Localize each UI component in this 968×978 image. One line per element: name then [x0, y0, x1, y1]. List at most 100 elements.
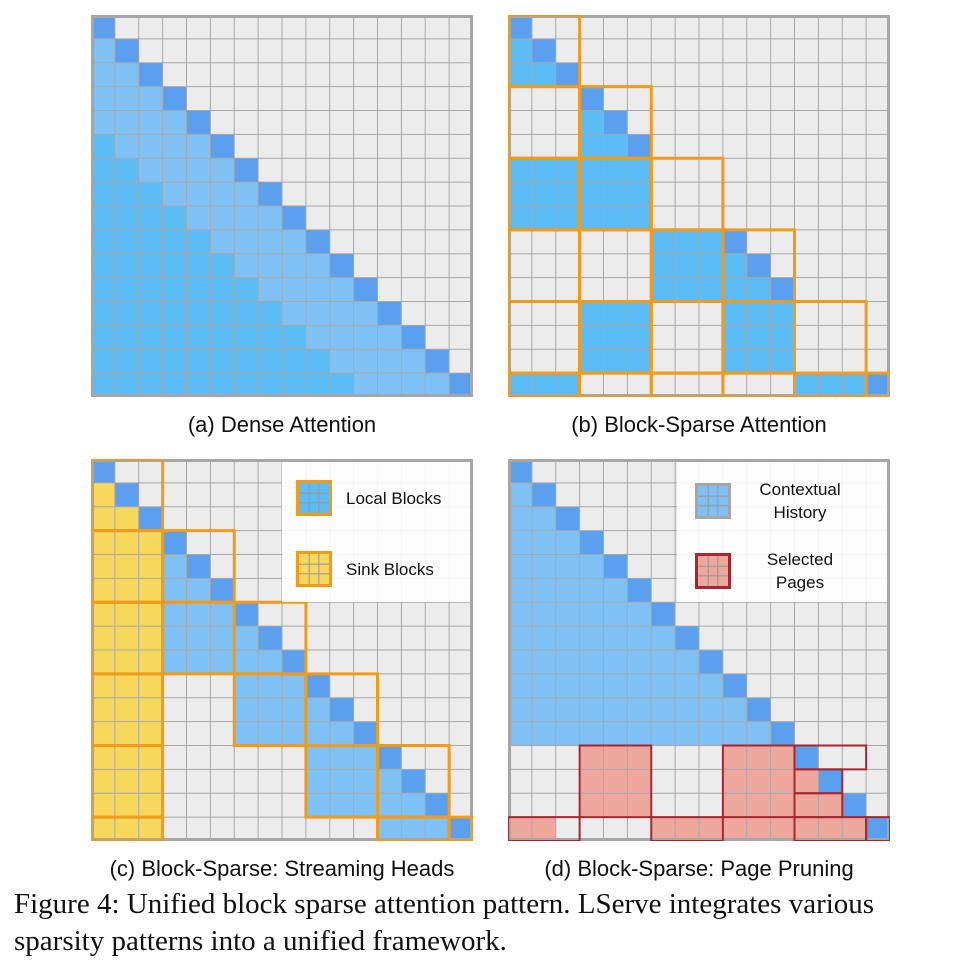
page-pruning-cell — [675, 650, 699, 674]
dense-cell — [282, 253, 306, 278]
page-pruning-cell — [579, 602, 604, 627]
page-pruning-cell — [579, 721, 604, 746]
dense-cell — [234, 253, 259, 278]
streaming-cell — [114, 626, 139, 650]
dense-cell — [186, 229, 211, 254]
streaming-cell — [258, 697, 282, 722]
dense-cell — [258, 349, 282, 374]
dense-cell — [138, 134, 163, 159]
streaming-cell — [91, 817, 115, 841]
page-pruning-cell — [746, 769, 771, 794]
page-pruning-cell — [699, 673, 723, 698]
streaming-cell — [305, 769, 330, 794]
page-pruning-cell — [555, 602, 580, 627]
selected-pages-swatch — [695, 553, 731, 589]
page-pruning-frame — [508, 459, 890, 841]
dense-cell — [91, 158, 115, 183]
streaming-cell — [353, 721, 378, 746]
legend-selected-line1: Selected — [766, 550, 834, 569]
page-pruning-cell — [603, 626, 628, 650]
page-pruning-cell — [842, 817, 867, 841]
legend-selected-label: Selected Pages — [745, 548, 855, 594]
page-pruning-cell — [603, 578, 628, 603]
dense-cell — [91, 62, 115, 87]
page-pruning-cell — [555, 506, 580, 531]
dense-cell — [425, 349, 450, 374]
dense-cell — [186, 277, 211, 302]
block-sparse-cell — [794, 373, 819, 397]
page-pruning-cell — [508, 578, 532, 603]
streaming-cell — [425, 817, 450, 841]
dense-cell — [210, 229, 235, 254]
dense-cell — [138, 62, 163, 87]
dense-cell — [114, 110, 139, 135]
block-sparse-cell — [603, 325, 628, 350]
dense-cell — [162, 349, 187, 374]
dense-cell — [138, 373, 163, 397]
streaming-cell — [114, 602, 139, 627]
page-pruning-cell — [699, 721, 723, 746]
page-pruning-cell — [699, 697, 723, 722]
block-sparse-cell — [699, 253, 723, 278]
block-sparse-cell — [866, 373, 890, 397]
block-sparse-cell — [603, 182, 628, 206]
page-pruning-cell — [555, 697, 580, 722]
streaming-cell — [401, 769, 426, 794]
block-sparse-cell — [627, 349, 652, 374]
dense-cell — [305, 253, 330, 278]
streaming-cell — [234, 602, 259, 627]
page-pruning-cell — [531, 817, 556, 841]
dense-cell — [234, 206, 259, 230]
block-sparse-cell — [651, 253, 676, 278]
page-pruning-cell — [842, 793, 867, 818]
page-pruning-cell — [508, 817, 532, 841]
dense-cell — [114, 253, 139, 278]
dense-cell — [210, 277, 235, 302]
block-sparse-cell — [603, 158, 628, 183]
block-sparse-cell — [746, 349, 771, 374]
dense-cell — [401, 373, 426, 397]
dense-frame — [91, 15, 473, 397]
streaming-cell — [91, 745, 115, 770]
page-pruning-cell — [770, 817, 795, 841]
block-sparse-cell — [722, 229, 747, 254]
streaming-cell — [91, 602, 115, 627]
page-pruning-cell — [699, 817, 723, 841]
panel-d-label: (d) Block-Sparse: Page Pruning — [544, 856, 854, 881]
streaming-cell — [138, 626, 163, 650]
streaming-cell — [114, 554, 139, 579]
panel-b-label: (b) Block-Sparse Attention — [571, 412, 827, 437]
page-pruning-cell — [508, 721, 532, 746]
streaming-cell — [353, 745, 378, 770]
streaming-cell — [91, 578, 115, 603]
page-pruning-cell — [651, 650, 676, 674]
legend-item-local: Local Blocks — [296, 480, 441, 516]
page-pruning-cell — [508, 554, 532, 579]
dense-cell — [162, 182, 187, 206]
page-pruning-cell — [531, 697, 556, 722]
dense-cell — [282, 325, 306, 350]
dense-cell — [138, 206, 163, 230]
dense-cell — [329, 301, 354, 326]
dense-cell — [282, 349, 306, 374]
block-sparse-cell — [627, 158, 652, 183]
streaming-cell — [282, 673, 306, 698]
block-sparse-cell — [675, 229, 699, 254]
block-sparse-cell — [603, 301, 628, 326]
dense-cell — [305, 349, 330, 374]
block-sparse-cell — [746, 253, 771, 278]
dense-cell — [353, 325, 378, 350]
legend-page-pruning: Contextual History Selected Pages — [677, 462, 887, 602]
streaming-cell — [305, 673, 330, 698]
dense-cell — [186, 182, 211, 206]
dense-cell — [91, 325, 115, 350]
streaming-cell — [138, 769, 163, 794]
block-sparse-cell — [746, 325, 771, 350]
streaming-cell — [234, 673, 259, 698]
dense-cell — [186, 158, 211, 183]
dense-cell — [234, 349, 259, 374]
dense-cell — [401, 325, 426, 350]
page-pruning-cell — [818, 817, 843, 841]
dense-cell — [210, 134, 235, 159]
streaming-cell — [353, 769, 378, 794]
